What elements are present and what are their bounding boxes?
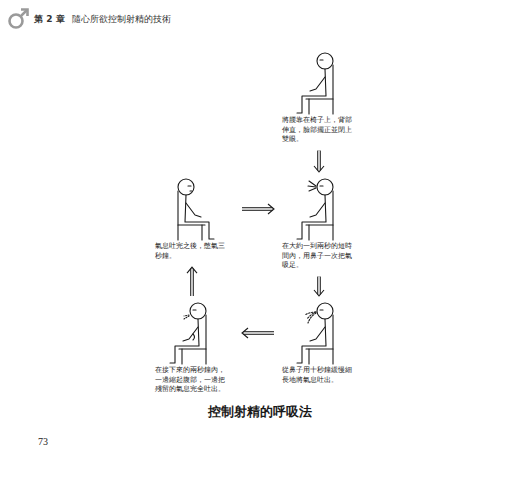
flow-arrow (314, 151, 324, 172)
male-symbol (10, 10, 28, 28)
page-number: 73 (38, 436, 48, 447)
step-panel: 在大約一到兩秒的短時間內，用鼻子一次把氣吸足。 (278, 176, 360, 273)
step-caption: 從鼻子用十秒鐘緩慢細長地將氣息吐出。 (282, 366, 357, 385)
step-caption: 氣息吐完之後，憋氣三秒鐘。 (155, 242, 230, 261)
flow-arrow (187, 267, 197, 296)
step-caption: 將腰靠在椅子上，背部伸直，臉部擺正並閉上雙眼。 (282, 116, 357, 145)
seated-figure (297, 303, 333, 364)
step-panel: 氣息吐完之後，憋氣三秒鐘。 (146, 176, 238, 263)
chapter-title: 隨心所欲控制射精的技術 (72, 13, 171, 26)
chapter-number: 第 2 章 (34, 13, 65, 26)
step-caption: 在接下來的兩秒鐘內，一邊縮起腹部，一邊把殘留的氣息完全吐出。 (155, 366, 230, 395)
step-panel: 從鼻子用十秒鐘緩慢細長地將氣息吐出。 (278, 300, 360, 387)
figure-title: 控制射精的呼吸法 (0, 404, 520, 421)
step-panel: 在接下來的兩秒鐘內，一邊縮起腹部，一邊把殘留的氣息完全吐出。 (146, 300, 238, 397)
seated-figure (297, 53, 333, 114)
flow-arrow (314, 277, 324, 296)
step-caption: 在大約一到兩秒的短時間內，用鼻子一次把氣吸足。 (282, 242, 357, 271)
seated-figure (178, 179, 214, 240)
seated-figure (170, 303, 206, 364)
flow-arrow (242, 204, 274, 214)
seated-figure (297, 179, 333, 240)
flow-arrow (242, 328, 274, 338)
step-panel: 將腰靠在椅子上，背部伸直，臉部擺正並閉上雙眼。 (278, 50, 360, 147)
